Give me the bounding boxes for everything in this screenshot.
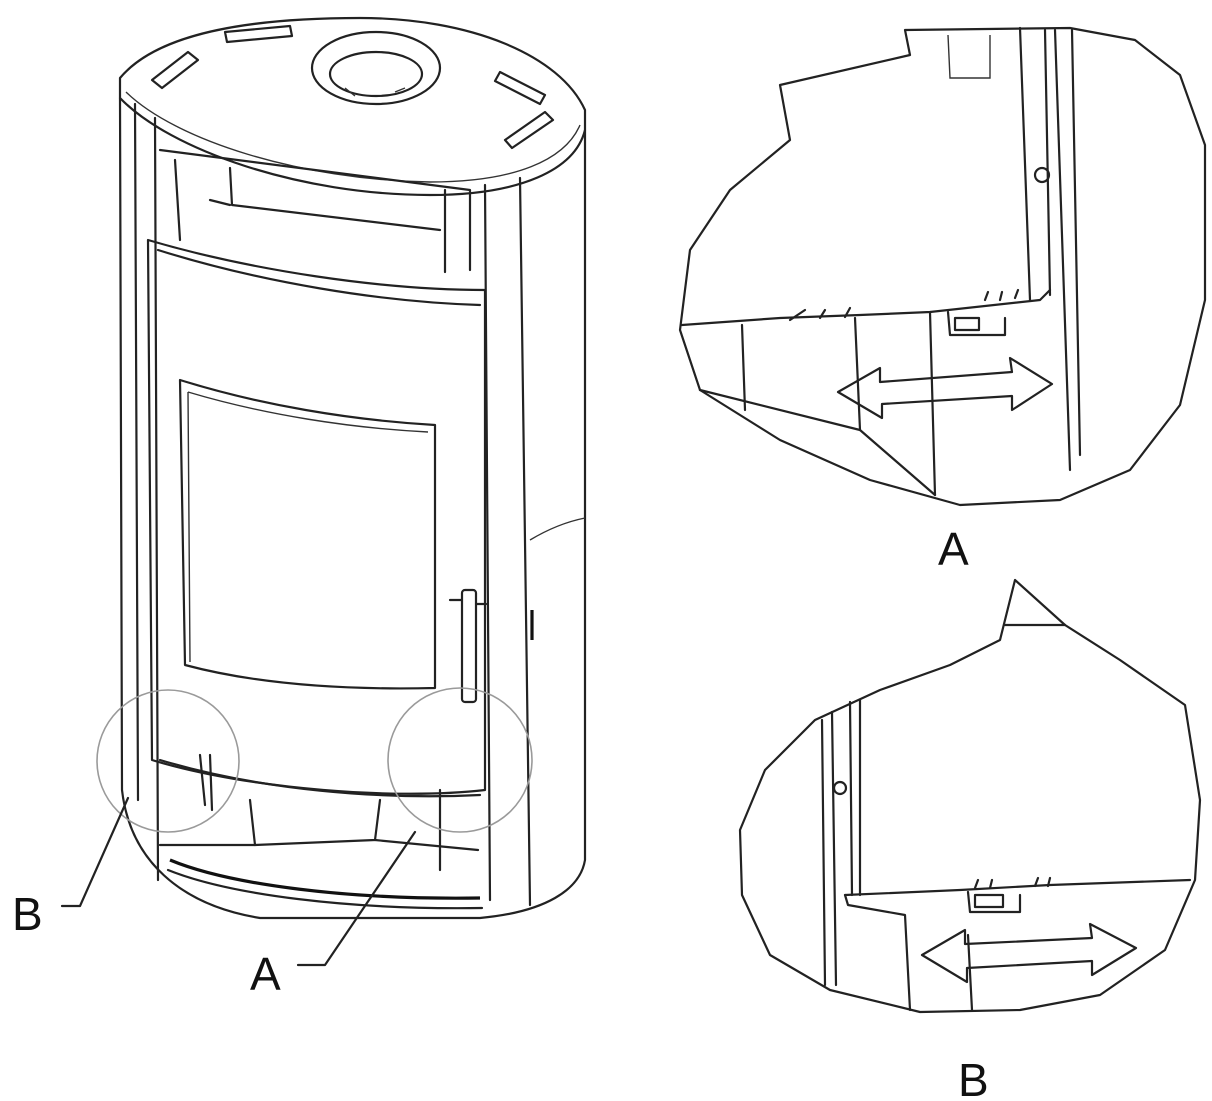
- screw-icon: [1033, 166, 1051, 184]
- detail-view-b: B: [738, 578, 1202, 1101]
- double-arrow-icon-b: [920, 922, 1138, 984]
- flue-collar: [310, 30, 442, 106]
- vent-slot-back: [223, 24, 294, 44]
- stove-top-plate: [118, 16, 587, 197]
- double-arrow-icon: [836, 356, 1054, 420]
- stove-body: [118, 96, 587, 920]
- hinge-tab: [946, 310, 1007, 337]
- detail-a-outline: [678, 26, 1207, 507]
- door-handle: [460, 588, 478, 704]
- detail-label-a: A: [938, 523, 969, 575]
- callout-label-b: B: [12, 888, 43, 940]
- leader-line-b: [60, 796, 130, 908]
- stove-drawing: B A: [12, 16, 587, 1000]
- ash-lip: [169, 858, 481, 900]
- vent-slot-right-back: [493, 70, 547, 106]
- detail-circle-b: [96, 689, 240, 833]
- detail-label-b: B: [958, 1054, 989, 1101]
- leader-line-a: [296, 830, 417, 967]
- vent-slot-left-back: [150, 50, 200, 90]
- door-glass: [178, 378, 437, 690]
- callout-label-a: A: [250, 948, 281, 1000]
- detail-b-outline: [738, 578, 1202, 1014]
- detail-view-a: A: [678, 26, 1207, 575]
- vent-slot-right-front: [503, 110, 555, 150]
- detail-circle-a: [387, 687, 533, 833]
- hinge-tab-b: [966, 890, 1022, 914]
